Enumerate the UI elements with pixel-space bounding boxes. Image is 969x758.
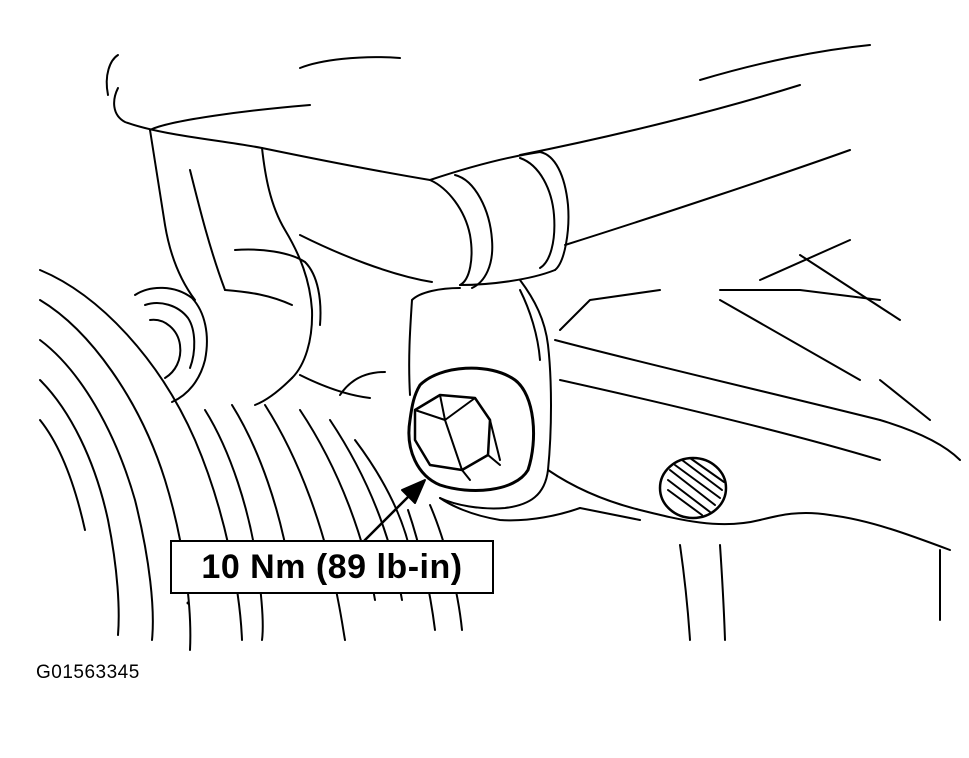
- stabilizer-bar: [261, 44, 871, 283]
- torque-callout-label: 10 Nm (89 lb-in): [201, 547, 463, 586]
- threaded-stud: [658, 456, 728, 520]
- subframe-outline: [547, 239, 961, 551]
- mounting-bracket: [408, 279, 552, 510]
- flange-bolt: [407, 366, 536, 492]
- torque-callout-box: 10 Nm (89 lb-in): [170, 540, 494, 594]
- knuckle-joint: [134, 129, 386, 406]
- upper-arm-outline: [105, 54, 401, 149]
- figure-id-label: G01563345: [36, 662, 140, 683]
- callout-leader-arrow: [358, 479, 426, 547]
- speck: [186, 601, 190, 605]
- bracket-lower-edge: [439, 497, 941, 641]
- bar-bushing: [429, 151, 570, 289]
